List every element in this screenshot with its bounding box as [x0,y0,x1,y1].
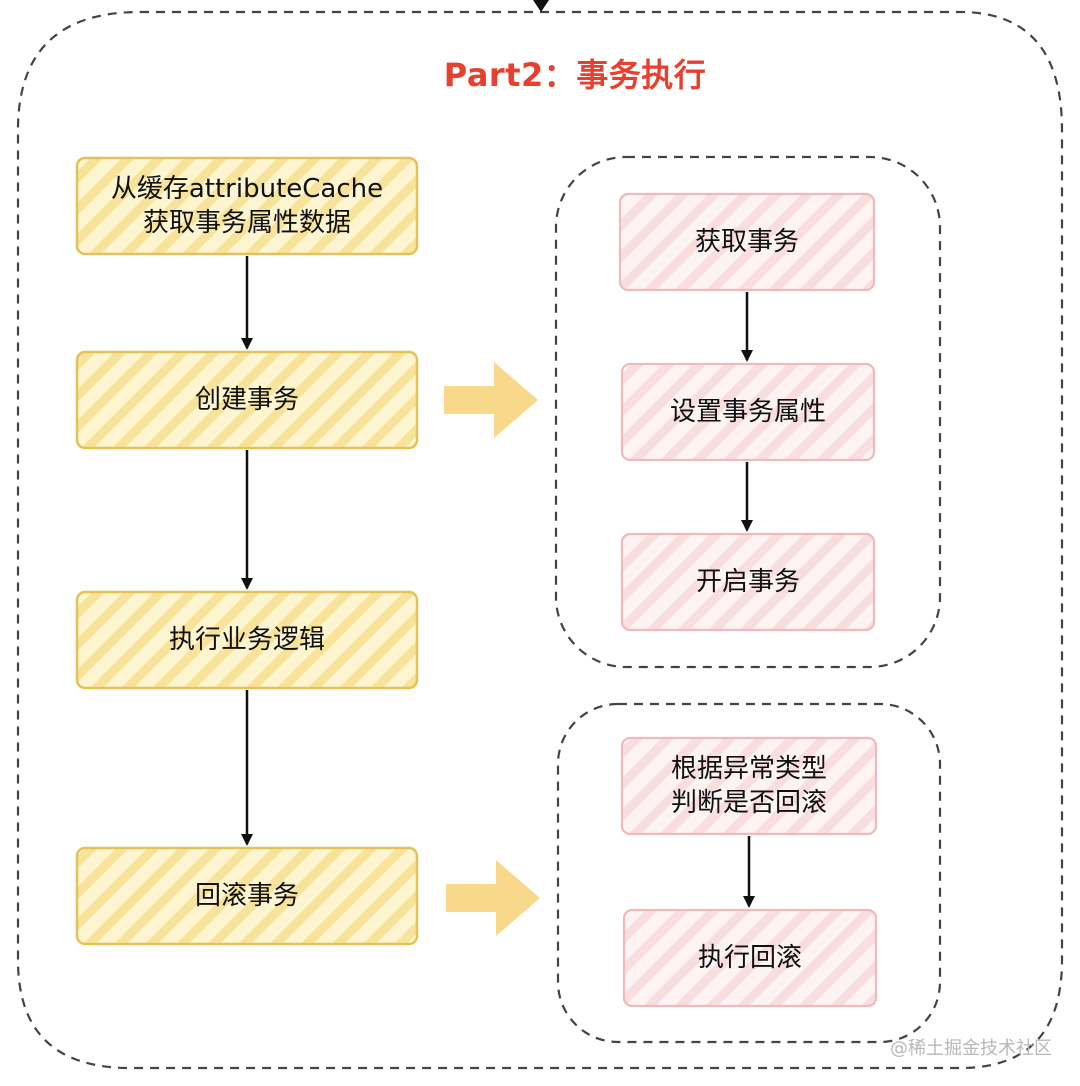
label-rollback-transaction: 回滚事务 [194,881,299,911]
label-fetch-attribute-line2: 获取事务属性数据 [142,208,351,238]
box-check-exception [620,736,878,836]
expand-arrow-create [444,362,538,438]
label-set-attributes: 设置事务属性 [669,397,826,427]
box-begin-transaction [620,532,876,632]
label-begin-transaction: 开启事务 [695,567,800,597]
label-business-logic: 执行业务逻辑 [168,625,325,655]
label-check-exception: 根据异常类型 判断是否回滚 [622,738,876,834]
diagram-title: Part2：事务执行 [443,56,707,94]
detail-boxes [618,192,878,1008]
label-get-transaction: 获取事务 [694,227,799,257]
main-flow-boxes [75,156,419,946]
box-set-attributes [620,362,876,462]
box-fetch-attribute [75,156,419,256]
incoming-arrow-head [533,0,549,12]
label-fetch-attribute-line1: 从缓存attributeCache [110,174,384,204]
outer-container-border [16,10,1064,1070]
box-business-logic [75,590,419,690]
box-rollback-transaction [75,846,419,946]
watermark-text: @稀土掘金技术社区 [890,1038,1052,1059]
label-create-transaction: 创建事务 [194,385,299,415]
box-create-transaction [75,350,419,450]
box-do-rollback [622,908,878,1008]
label-do-rollback: 执行回滚 [697,943,802,973]
expand-arrow-rollback [446,860,540,936]
rollback-group-border [556,702,942,1044]
box-get-transaction [618,192,876,292]
detail-flow-arrows [741,292,755,908]
label-fetch-attribute: 从缓存attributeCache 获取事务属性数据 [77,158,417,254]
label-check-exception-line2: 判断是否回滚 [670,788,827,818]
label-check-exception-line1: 根据异常类型 [670,754,827,784]
